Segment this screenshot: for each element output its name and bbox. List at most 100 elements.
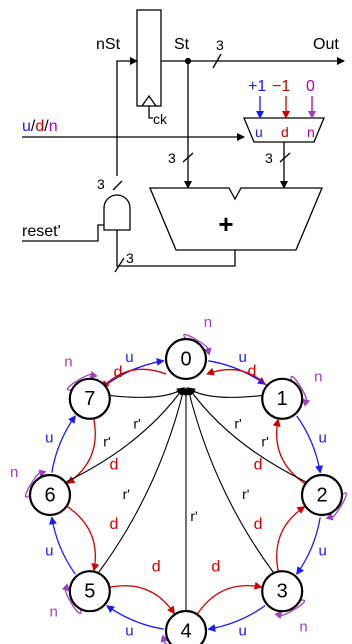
state-node-1	[261, 377, 304, 420]
and-gate	[103, 194, 131, 231]
up-edge-5-6	[49, 516, 76, 575]
const-zero: 0	[306, 78, 315, 95]
down-label-0: d	[114, 364, 123, 381]
const-minus-one: −1	[272, 78, 290, 95]
counter-circuit	[22, 9, 345, 273]
control-slash-2: /	[44, 118, 49, 135]
hold-loop-1	[290, 375, 311, 407]
clock-triangle-icon	[141, 94, 157, 107]
hold-label-7: n	[64, 354, 72, 371]
bus-tick-nst	[112, 180, 123, 191]
up-label-7: u	[125, 349, 133, 366]
state-label-7: 7	[84, 388, 95, 410]
hold-loop-5	[61, 583, 82, 615]
mux-input-u: u	[255, 124, 263, 140]
up-edge-1-2	[296, 415, 323, 474]
state-diagram: uuuuuuuuddddddddr'r'r'r'r'r'r'nnnnnnnn01…	[10, 314, 348, 644]
control-n: n	[49, 118, 58, 135]
up-label-6: u	[45, 429, 53, 446]
reset-label-5: r'	[123, 486, 130, 502]
hold-label-0: n	[204, 314, 212, 331]
state-label-6: 6	[44, 484, 55, 506]
down-edge-4-3	[196, 581, 263, 615]
up-edge-6-7	[51, 415, 76, 473]
bus-tick-out	[212, 53, 222, 69]
down-label-6: d	[109, 516, 118, 533]
bus-width-nst: 3	[97, 176, 105, 192]
up-edge-0-1	[208, 360, 266, 385]
hold-loop-0	[183, 333, 212, 356]
bus-tick-st	[182, 152, 194, 163]
state-node-7	[68, 377, 111, 420]
up-label-4: u	[125, 623, 133, 640]
control-u: u	[22, 118, 31, 135]
down-label-7: d	[109, 456, 118, 473]
state-node-3	[261, 570, 304, 613]
reset-edge-6	[65, 387, 184, 483]
bus-width-mux: 3	[265, 150, 273, 166]
bus-tick-mux	[279, 152, 291, 163]
up-label-0: u	[238, 349, 246, 366]
control-d: d	[35, 118, 44, 135]
const-plus-one: +1	[248, 78, 266, 95]
adder-box	[149, 187, 323, 251]
nst-wire	[116, 57, 138, 176]
down-edge-0-7	[101, 368, 167, 389]
reset-label: reset'	[22, 223, 61, 240]
state-label-0: 0	[180, 348, 191, 370]
down-label-1: d	[248, 363, 257, 380]
up-edge-2-3	[296, 517, 321, 575]
reset-edge-1	[187, 387, 263, 398]
up-label-3: u	[238, 623, 246, 640]
reset-label-6: r'	[103, 433, 110, 449]
up-label-5: u	[45, 543, 53, 560]
reset-label-1: r'	[234, 416, 241, 432]
state-node-4	[164, 609, 208, 644]
clock-label: ck	[153, 111, 168, 127]
down-label-5: d	[152, 558, 161, 575]
state-label-5: 5	[84, 580, 95, 602]
state-label-1: 1	[277, 388, 288, 410]
reset-edge-7	[109, 387, 185, 398]
hold-loop-6	[24, 469, 47, 498]
down-edge-2-1	[272, 418, 306, 485]
hold-loop-2	[325, 492, 348, 521]
state-label-3: 3	[277, 580, 288, 602]
clock-line	[148, 106, 153, 119]
st-label: St	[174, 36, 190, 53]
mux-input-d: d	[281, 124, 289, 140]
reset-label-7: r'	[133, 416, 140, 432]
hold-label-3: n	[299, 618, 307, 635]
down-label-2: d	[254, 456, 263, 473]
reset-edge-3	[185, 387, 275, 574]
mux-input-n: n	[307, 124, 315, 140]
up-label-2: u	[319, 543, 327, 560]
bus-tick-feedback	[114, 257, 125, 273]
reset-label-3: r'	[242, 486, 249, 502]
state-register	[136, 9, 162, 107]
hold-loop-7	[66, 370, 98, 391]
up-edge-3-4	[207, 605, 266, 632]
state-label-2: 2	[316, 484, 327, 506]
bus-width-feedback: 3	[126, 250, 134, 266]
state-node-0	[164, 337, 208, 381]
up-edge-4-5	[106, 605, 164, 630]
state-node-6	[28, 473, 72, 517]
state-node-2	[300, 473, 344, 517]
hold-label-1: n	[314, 368, 322, 385]
state-node-5	[68, 570, 111, 613]
down-edge-6-5	[66, 505, 100, 572]
control-slash-1: /	[31, 118, 36, 135]
control-input-label: u/d/n	[22, 118, 58, 135]
hold-loop-4	[160, 634, 170, 644]
reset-wire	[22, 224, 104, 242]
hold-label-5: n	[50, 604, 58, 621]
reset-label-4: r'	[190, 508, 197, 524]
reset-edge-2	[188, 387, 307, 483]
hold-loop-3	[274, 599, 306, 620]
bus-width-st: 3	[168, 150, 176, 166]
up-label-1: u	[319, 429, 327, 446]
down-edge-1-0	[206, 367, 272, 391]
out-label: Out	[313, 36, 339, 53]
